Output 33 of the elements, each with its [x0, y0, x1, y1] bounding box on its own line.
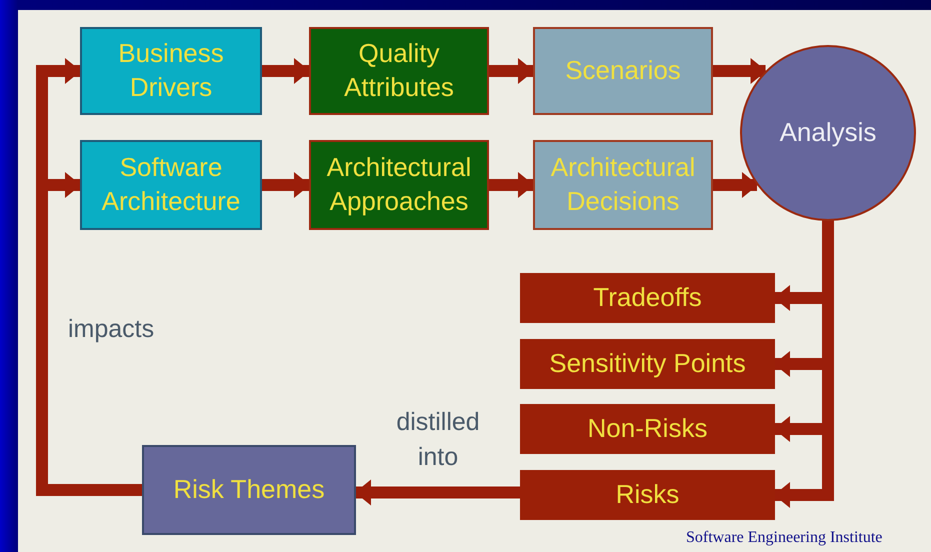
result-box	[520, 339, 775, 389]
process-box	[142, 445, 356, 535]
result-box	[520, 404, 775, 454]
arrow	[489, 172, 534, 198]
process-box	[533, 140, 713, 230]
node-label: Risk Themes	[173, 473, 325, 506]
node-label: Business Drivers	[117, 37, 225, 104]
process-box	[80, 140, 262, 230]
arrow	[262, 172, 310, 198]
arrow	[355, 480, 520, 506]
node-label: Architectural Approaches	[326, 151, 472, 218]
process-box	[533, 27, 713, 115]
arrow	[713, 172, 758, 198]
result-box	[520, 273, 775, 323]
arrow	[262, 58, 310, 84]
node-label: Quality Attributes	[343, 37, 455, 104]
node-label: Architectural Decisions	[550, 151, 696, 218]
arrow	[489, 58, 534, 84]
node-label: Non-Risks	[588, 412, 708, 446]
process-box	[309, 140, 489, 230]
annotation-label: impacts	[68, 315, 154, 344]
arrow	[713, 58, 767, 84]
edge-label: distilled into	[395, 407, 481, 473]
process-box	[80, 27, 262, 115]
source-credit: Software Engineering Institute	[686, 529, 882, 547]
node-label: Risks	[616, 478, 680, 512]
node-label: Sensitivity Points	[549, 347, 746, 380]
node-label: Analysis	[780, 116, 876, 150]
result-box	[520, 470, 775, 520]
process-box	[309, 27, 489, 115]
node-label: Software Architecture	[100, 151, 242, 218]
node-label: Scenarios	[565, 54, 681, 88]
node-label: Tradeoffs	[593, 281, 702, 314]
